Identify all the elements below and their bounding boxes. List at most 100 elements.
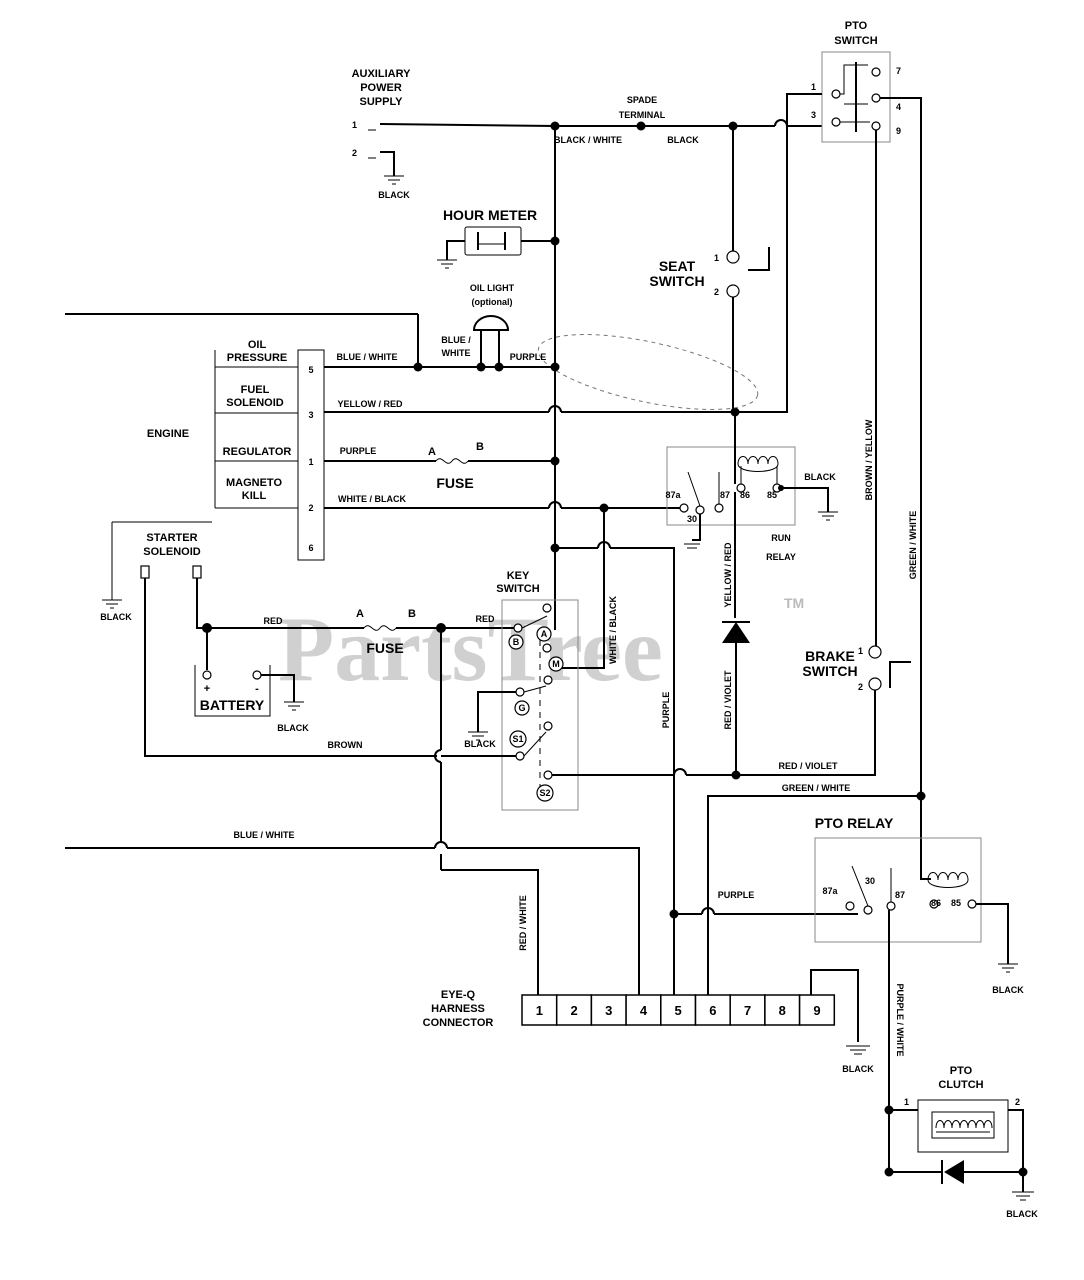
wire-purple-reg-label: PURPLE <box>340 446 377 456</box>
fuel-solenoid-label-1: FUEL <box>241 384 270 396</box>
brake-switch-title-1: BRAKE <box>805 648 855 664</box>
pto-switch-title-1: PTO <box>845 20 868 32</box>
aux-ground-label: BLACK <box>378 190 410 200</box>
pto-switch-title-2: SWITCH <box>834 35 877 47</box>
pto-relay-pin-87: 87 <box>895 890 905 900</box>
magneto-kill-label-1: MAGNETO <box>226 477 282 489</box>
key-ground-label: BLACK <box>464 739 496 749</box>
aux-title-1: AUXILIARY <box>352 68 412 80</box>
oil-light-label-2: (optional) <box>472 297 513 307</box>
brake-switch-title-2: SWITCH <box>802 663 857 679</box>
pto-clutch-title-1: PTO <box>950 1065 973 1077</box>
watermark: PartsTree <box>278 598 663 700</box>
harness-pin-label: 2 <box>570 1003 577 1018</box>
wire-black-relay-label: BLACK <box>804 472 836 482</box>
key-switch-title-1: KEY <box>507 570 530 582</box>
seat-pin-2: 2 <box>714 287 719 297</box>
run-relay: 87a 87 86 85 30 RUN RELAY BLACK YELLOW /… <box>665 412 838 618</box>
wire-white-black-vert-label: WHITE / BLACK <box>608 596 618 664</box>
pto-switch-pin-4: 4 <box>896 102 901 112</box>
brake-pin-2: 2 <box>858 682 863 692</box>
run-relay-pin-30: 30 <box>687 514 697 524</box>
fuse-top-title: FUSE <box>436 475 473 491</box>
spade-label-2: TERMINAL <box>619 110 666 120</box>
key-terminal-b: B <box>513 637 520 647</box>
wire-red-label: RED <box>263 616 283 626</box>
aux-pin-1: 1 <box>352 120 357 130</box>
harness-pin-label: 6 <box>709 1003 716 1018</box>
harness-pin-label: 1 <box>536 1003 543 1018</box>
key-switch-title-2: SWITCH <box>496 583 539 595</box>
run-relay-title-1: RUN <box>771 533 791 543</box>
battery-circuit: RED RED A B FUSE + - BATTERY BLACK RED /… <box>194 608 539 995</box>
starter-solenoid: STARTER SOLENOID BLACK BROWN <box>100 521 437 757</box>
fuse-top-a: A <box>428 446 436 458</box>
wire-red-violet-vert-label: RED / VIOLET <box>723 670 733 730</box>
wire-blue-white-label: BLUE / WHITE <box>337 352 398 362</box>
pto-clutch-pin-1: 1 <box>904 1097 909 1107</box>
battery-ground-label: BLACK <box>277 723 309 733</box>
wire-blue-white-left-2: WHITE <box>442 348 471 358</box>
harness-pin-cell <box>764 994 801 1026</box>
wire-purple-oil-label: PURPLE <box>510 352 547 362</box>
starter-solenoid-title-2: SOLENOID <box>143 546 201 558</box>
wire-white-black-label: WHITE / BLACK <box>338 494 406 504</box>
fuse-bottom-a: A <box>356 608 364 620</box>
engine-pin-2: 2 <box>308 503 313 513</box>
wire-brown-label: BROWN <box>328 740 363 750</box>
oil-pressure-label-1: OIL <box>248 339 267 351</box>
engine-pin-1: 1 <box>308 457 313 467</box>
aux-pin-2: 2 <box>352 148 357 158</box>
seat-switch-title-1: SEAT <box>659 258 696 274</box>
wire-yellow-red-label: YELLOW / RED <box>338 399 404 409</box>
pto-switch-pin-1: 1 <box>811 82 816 92</box>
magneto-kill-label-2: KILL <box>242 490 267 502</box>
harness-pin-cell <box>798 994 836 1026</box>
brake-pin-1: 1 <box>858 646 863 656</box>
harness-pin-label: 5 <box>674 1003 681 1018</box>
oil-light-label-1: OIL LIGHT <box>470 283 515 293</box>
pto-switch-pin-9: 9 <box>896 126 901 136</box>
wire-brown-yellow-label: BROWN / YELLOW <box>864 419 874 500</box>
wire-red-white-vert-label: RED / WHITE <box>518 895 528 951</box>
wire-green-white-h-label: GREEN / WHITE <box>782 783 851 793</box>
wire-purple-vert-label: PURPLE <box>661 692 671 729</box>
engine-pin-6: 6 <box>308 543 313 553</box>
spade-label-1: SPADE <box>627 95 657 105</box>
battery-plus: + <box>204 683 210 695</box>
engine-pin-5: 5 <box>308 365 313 375</box>
key-terminal-s1: S1 <box>512 734 523 744</box>
pto-relay-pin-85: 85 <box>951 898 961 908</box>
regulator-label: REGULATOR <box>223 446 292 458</box>
harness-pin-cell <box>625 994 662 1026</box>
harness-pin-label: 4 <box>640 1003 648 1018</box>
pto-clutch-ground-label: BLACK <box>1006 1209 1038 1219</box>
run-relay-pin-85: 85 <box>767 490 777 500</box>
purple-bus-wire: PURPLE PURPLE <box>550 541 858 995</box>
pto-relay-pin-30: 30 <box>865 876 875 886</box>
pto-relay: PTO RELAY 87a 30 87 86 85 BLACK PURPLE /… <box>814 815 1024 1110</box>
wire-black-label: BLACK <box>667 135 699 145</box>
key-terminal-m: M <box>552 659 560 669</box>
pto-relay-title: PTO RELAY <box>815 815 894 831</box>
regulator-wire: PURPLE A B FUSE <box>324 441 560 491</box>
pto-switch-pin-3: 3 <box>811 110 816 120</box>
oil-pressure-label-2: PRESSURE <box>227 352 288 364</box>
harness-title-3: CONNECTOR <box>423 1017 494 1029</box>
wire-black-white-label: BLACK / WHITE <box>554 135 622 145</box>
pto-switch-pin-7: 7 <box>896 66 901 76</box>
pto-relay-pin-87a: 87a <box>822 886 838 896</box>
battery-minus: - <box>255 683 259 695</box>
seat-switch: SEAT SWITCH 1 2 <box>537 126 770 417</box>
harness-pin-label: 9 <box>813 1003 820 1018</box>
magneto-kill-wire: WHITE / BLACK WHITE / BLACK <box>324 494 680 669</box>
run-diode: RED / VIOLET <box>722 621 750 780</box>
fuse-bottom-b: B <box>408 608 416 620</box>
auxiliary-power-supply: AUXILIARY POWER SUPPLY 1 2 BLACK <box>352 68 556 200</box>
fuel-solenoid-label-2: SOLENOID <box>226 397 284 409</box>
brake-switch: BRAKE SWITCH 1 2 RED / VIOLET <box>736 645 911 776</box>
oil-light: OIL LIGHT (optional) <box>470 283 515 372</box>
wire-red-violet-h-label: RED / VIOLET <box>778 761 838 771</box>
